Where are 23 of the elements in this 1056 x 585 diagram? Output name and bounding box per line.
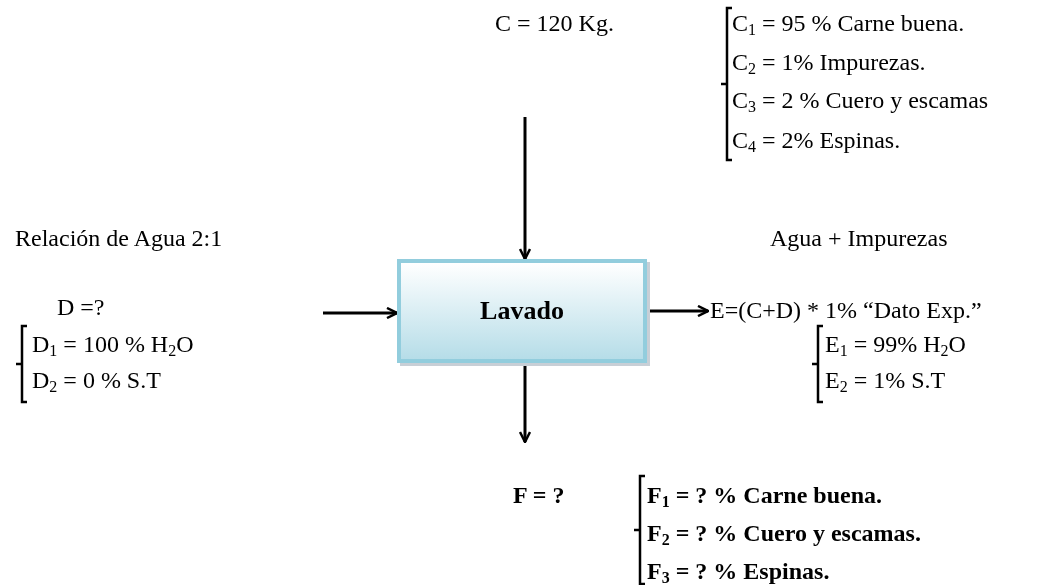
annotation-text: F$_{2}$ = ? % Cuero y escamas. xyxy=(647,519,921,547)
arrow xyxy=(518,117,532,261)
process-label: Lavado xyxy=(480,296,564,326)
formula-text: E=(C+D) * 1% “Dato Exp.” xyxy=(710,296,982,324)
annotation-text: E$_{2}$ = 1% S.T xyxy=(825,366,946,394)
annotation-text: D$_{2}$ = 0 % S.T xyxy=(32,366,161,394)
annotation-text: E$_{1}$ = 99% H$_{2}$O xyxy=(825,330,966,358)
annotation-text: C = 120 Kg. xyxy=(495,9,614,37)
annotation-text: D$_{1}$ = 100 % H$_{2}$O xyxy=(32,330,194,358)
annotation-text: Relación de Agua 2:1 xyxy=(15,224,223,252)
annotation-text: F = ? xyxy=(513,481,565,509)
arrow xyxy=(518,363,532,444)
arrow xyxy=(323,306,399,320)
arrow xyxy=(647,304,710,318)
annotation-text: F$_{1}$ = ? % Carne buena. xyxy=(647,481,883,509)
annotation-text: Agua + Impurezas xyxy=(770,224,948,252)
annotation-text: C$_{3}$ = 2 % Cuero y escamas xyxy=(732,86,989,114)
annotation-text: C$_{1}$ = 95 % Carne buena. xyxy=(732,9,965,37)
annotation-text: C$_{4}$ = 2% Espinas. xyxy=(732,126,901,154)
annotation-text: D =? xyxy=(57,293,105,321)
annotation-text: C$_{2}$ = 1% Impurezas. xyxy=(732,48,926,76)
annotation-text: F$_{3}$ = ? % Espinas. xyxy=(647,557,830,585)
process-box xyxy=(397,259,647,363)
